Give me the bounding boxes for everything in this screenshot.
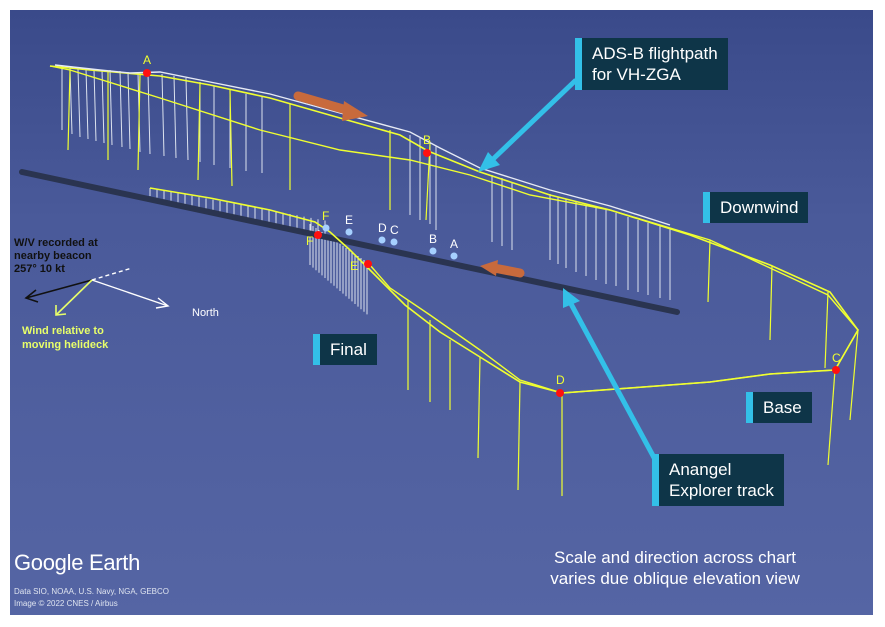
drop-line [517,381,521,491]
credit-line1: Data SIO, NOAA, U.S. Navy, NGA, GEBCO [14,587,169,596]
aircraft-point-label: E [350,259,358,273]
drop-line [425,143,431,221]
imagery-credits: Data SIO, NOAA, U.S. Navy, NGA, GEBCO Im… [14,586,169,610]
drop-line [101,69,105,144]
wind-recorded-arrow [24,279,93,303]
vessel-track [19,169,680,315]
drop-line [137,73,141,171]
drop-line [85,68,89,140]
aircraft-point-label: D [556,373,565,387]
callout-pointer-arrow [563,288,661,467]
base-callout: Base [746,392,812,423]
wind-relative-arrow [55,279,93,316]
aircraft-point-label: A [143,53,151,67]
vessel-point-a [450,252,458,260]
aircraft-point-label: C [832,351,841,365]
wind-recorded-line2: nearby beacon [14,250,92,262]
vessel-point-label: C [390,223,399,237]
downwind-callout: Downwind [703,192,809,223]
drop-line [707,239,711,303]
drop-line [93,69,97,142]
callout-pointer-arrow [478,78,578,172]
vessel-point-label: F [322,209,329,223]
aircraft-point-c [832,366,840,374]
drop-line [197,82,201,181]
vessel-track-callout: Anangel Explorer track [652,454,784,506]
aircraft-point-a [143,69,151,77]
adsb-callout-line2: for VH-ZGA [592,65,681,84]
aircraft-point-d [556,389,564,397]
final-callout: Final [313,334,377,365]
scale-note-line1: Scale and direction across chart [554,548,796,567]
drop-line [229,89,233,187]
wind-relative-line2: moving helideck [22,339,109,351]
google-earth-logo: Google Earth [14,550,141,575]
vessel-point-b [429,247,437,255]
drop-line [161,73,165,157]
north-arrow [91,267,170,309]
drop-line [173,75,177,159]
drop-line [849,329,859,421]
downwind-label: Downwind [720,198,799,217]
drop-line [477,356,481,459]
drop-line [824,291,829,369]
flightpath-ground-track [49,65,859,394]
ads-b-descent-profile [54,64,671,226]
final-label: Final [330,340,367,359]
ads-b-altitude-drop-lines [61,67,671,315]
wind-recorded-line3: 257° 10 kt [14,263,65,275]
vessel-point-label: E [345,213,353,227]
wind-recorded-label: W/V recorded at nearby beacon 257° 10 kt [14,237,98,276]
base-label: Base [763,398,802,417]
wind-recorded-line1: W/V recorded at [14,237,98,249]
vessel-point-f [322,224,330,232]
drop-line [109,69,113,146]
vessel-point-label: B [429,232,437,246]
ads-b-ground-drop-lines [67,69,859,496]
drop-line [147,72,151,155]
north-label: North [192,307,219,319]
vessel-point-e [345,228,353,236]
adsb-callout-line1: ADS-B flightpath [592,44,718,63]
ads-b-flightpath [49,65,859,394]
drop-line [67,69,71,151]
drop-line [185,77,189,161]
drop-line [769,265,773,341]
drop-line [127,71,131,150]
flight-direction-arrow [293,91,368,121]
scale-note-line2: varies due oblique elevation view [550,569,800,588]
drop-line [119,70,123,148]
vessel-direction-arrow [480,260,525,278]
vessel-point-c [390,238,398,246]
adsb-flightpath-callout: ADS-B flightpath for VH-ZGA [575,38,728,90]
vessel-callout-line2: Explorer track [669,481,774,500]
vessel-callout-line1: Anangel [669,460,732,479]
aircraft-point-label: B [423,133,431,147]
vessel-point-d [378,236,386,244]
drop-line [77,68,81,138]
aircraft-point-f [314,231,322,239]
aircraft-point-e [364,260,372,268]
aircraft-point-label: F [306,234,313,248]
credit-line2: Image © 2022 CNES / Airbus [14,599,118,608]
aircraft-point-b [423,149,431,157]
scale-note: Scale and direction across chart varies … [510,547,840,589]
wind-relative-label: Wind relative to moving helideck [22,324,108,352]
drop-line [827,369,836,466]
wind-relative-line1: Wind relative to [22,325,104,337]
vessel-point-label: A [450,237,458,251]
vessel-point-label: D [378,221,387,235]
